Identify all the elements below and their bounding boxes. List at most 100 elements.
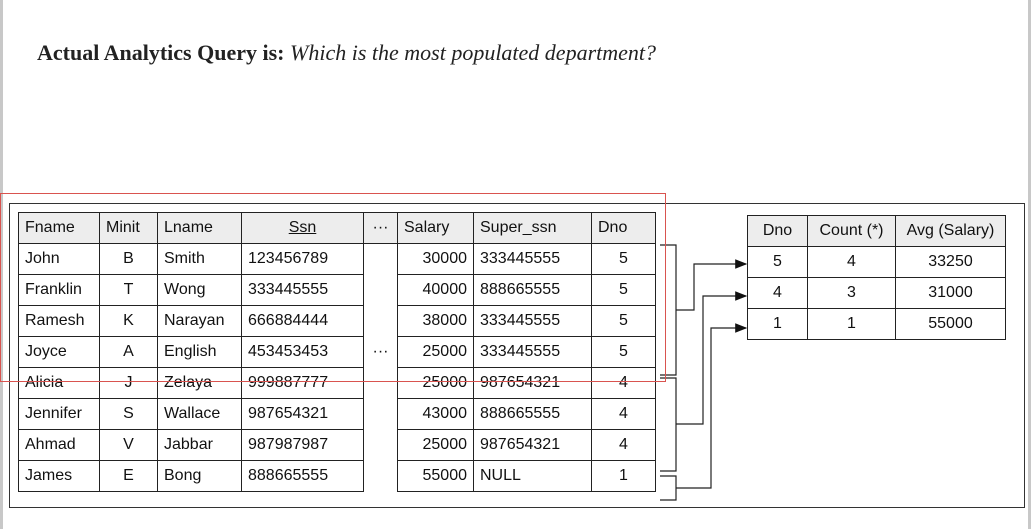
- cell-super-ssn: 888665555: [473, 398, 592, 430]
- cell-minit: T: [99, 274, 158, 306]
- cell-dno: 5: [591, 243, 656, 275]
- cell-fname: Joyce: [18, 336, 100, 368]
- cell-ssn: 888665555: [241, 460, 364, 492]
- cell-fname: Franklin: [18, 274, 100, 306]
- table-row: Joyce A English 453453453 ··· 25000 3334…: [18, 336, 656, 368]
- cell-salary: 43000: [397, 398, 474, 430]
- cell-ellipsis-marker: ···: [363, 336, 398, 368]
- cell-count: 4: [807, 246, 896, 278]
- cell-salary: 38000: [397, 305, 474, 337]
- cell-dno: 4: [591, 398, 656, 430]
- cell-dno: 5: [591, 274, 656, 306]
- table-row: Jennifer S Wallace 987654321 43000 88866…: [18, 398, 656, 430]
- cell-ellipsis: [363, 274, 398, 306]
- cell-dno: 4: [591, 367, 656, 399]
- cell-salary: 40000: [397, 274, 474, 306]
- table-row: Franklin T Wong 333445555 40000 88866555…: [18, 274, 656, 306]
- cell-ssn: 999887777: [241, 367, 364, 399]
- result-row: 4 3 31000: [747, 277, 1006, 309]
- result-header-row: Dno Count (*) Avg (Salary): [747, 215, 1006, 247]
- cell-super-ssn: 888665555: [473, 274, 592, 306]
- cell-dno: 1: [591, 460, 656, 492]
- cell-ssn: 333445555: [241, 274, 364, 306]
- col-fname: Fname: [18, 212, 100, 244]
- cell-ssn: 123456789: [241, 243, 364, 275]
- cell-result-dno: 1: [747, 308, 808, 340]
- cell-dno: 5: [591, 336, 656, 368]
- cell-ssn: 987987987: [241, 429, 364, 461]
- cell-salary: 55000: [397, 460, 474, 492]
- cell-count: 3: [807, 277, 896, 309]
- result-row: 5 4 33250: [747, 246, 1006, 278]
- cell-ssn: 666884444: [241, 305, 364, 337]
- col-minit: Minit: [99, 212, 158, 244]
- query-heading: Actual Analytics Query is: Which is the …: [37, 40, 656, 66]
- employee-header-row: Fname Minit Lname Ssn ··· Salary Super_s…: [18, 212, 656, 244]
- col-result-dno: Dno: [747, 215, 808, 247]
- cell-avg-salary: 33250: [895, 246, 1006, 278]
- cell-super-ssn: 333445555: [473, 336, 592, 368]
- cell-lname: English: [157, 336, 242, 368]
- col-lname: Lname: [157, 212, 242, 244]
- cell-salary: 30000: [397, 243, 474, 275]
- cell-ellipsis: [363, 398, 398, 430]
- cell-dno: 4: [591, 429, 656, 461]
- cell-ellipsis: [363, 305, 398, 337]
- cell-lname: Zelaya: [157, 367, 242, 399]
- cell-minit: S: [99, 398, 158, 430]
- cell-super-ssn: NULL: [473, 460, 592, 492]
- cell-super-ssn: 987654321: [473, 367, 592, 399]
- table-row: Ramesh K Narayan 666884444 38000 3334455…: [18, 305, 656, 337]
- cell-ellipsis: [363, 243, 398, 275]
- cell-ellipsis: [363, 367, 398, 399]
- cell-fname: Jennifer: [18, 398, 100, 430]
- cell-minit: B: [99, 243, 158, 275]
- frame-right-border: [1028, 0, 1031, 529]
- cell-result-dno: 4: [747, 277, 808, 309]
- cell-avg-salary: 31000: [895, 277, 1006, 309]
- table-row: Alicia J Zelaya 999887777 25000 98765432…: [18, 367, 656, 399]
- col-dno: Dno: [591, 212, 656, 244]
- heading-prefix: Actual Analytics Query is:: [37, 40, 285, 65]
- cell-salary: 25000: [397, 367, 474, 399]
- table-row: Ahmad V Jabbar 987987987 25000 987654321…: [18, 429, 656, 461]
- cell-fname: Ahmad: [18, 429, 100, 461]
- cell-ssn: 453453453: [241, 336, 364, 368]
- cell-ellipsis: [363, 429, 398, 461]
- cell-lname: Wallace: [157, 398, 242, 430]
- cell-minit: A: [99, 336, 158, 368]
- table-row: John B Smith 123456789 30000 333445555 5: [18, 243, 656, 275]
- cell-count: 1: [807, 308, 896, 340]
- cell-lname: Wong: [157, 274, 242, 306]
- col-salary: Salary: [397, 212, 474, 244]
- cell-ellipsis: [363, 460, 398, 492]
- cell-minit: K: [99, 305, 158, 337]
- col-count: Count (*): [807, 215, 896, 247]
- table-row: James E Bong 888665555 55000 NULL 1: [18, 460, 656, 492]
- result-row: 1 1 55000: [747, 308, 1006, 340]
- cell-salary: 25000: [397, 429, 474, 461]
- cell-avg-salary: 55000: [895, 308, 1006, 340]
- cell-result-dno: 5: [747, 246, 808, 278]
- frame-left-border: [0, 0, 3, 529]
- cell-minit: J: [99, 367, 158, 399]
- cell-lname: Bong: [157, 460, 242, 492]
- cell-super-ssn: 333445555: [473, 305, 592, 337]
- cell-super-ssn: 987654321: [473, 429, 592, 461]
- cell-lname: Jabbar: [157, 429, 242, 461]
- cell-lname: Smith: [157, 243, 242, 275]
- employee-table: Fname Minit Lname Ssn ··· Salary Super_s…: [18, 212, 656, 492]
- cell-fname: John: [18, 243, 100, 275]
- result-table: Dno Count (*) Avg (Salary) 5 4 33250 4 3…: [747, 215, 1006, 340]
- col-ssn: Ssn: [241, 212, 364, 244]
- cell-dno: 5: [591, 305, 656, 337]
- col-ellipsis: ···: [363, 212, 398, 244]
- cell-fname: Ramesh: [18, 305, 100, 337]
- cell-fname: Alicia: [18, 367, 100, 399]
- cell-minit: E: [99, 460, 158, 492]
- col-super-ssn: Super_ssn: [473, 212, 592, 244]
- cell-ssn: 987654321: [241, 398, 364, 430]
- col-ssn-label: Ssn: [288, 219, 317, 236]
- heading-question: Which is the most populated department?: [290, 40, 657, 65]
- cell-fname: James: [18, 460, 100, 492]
